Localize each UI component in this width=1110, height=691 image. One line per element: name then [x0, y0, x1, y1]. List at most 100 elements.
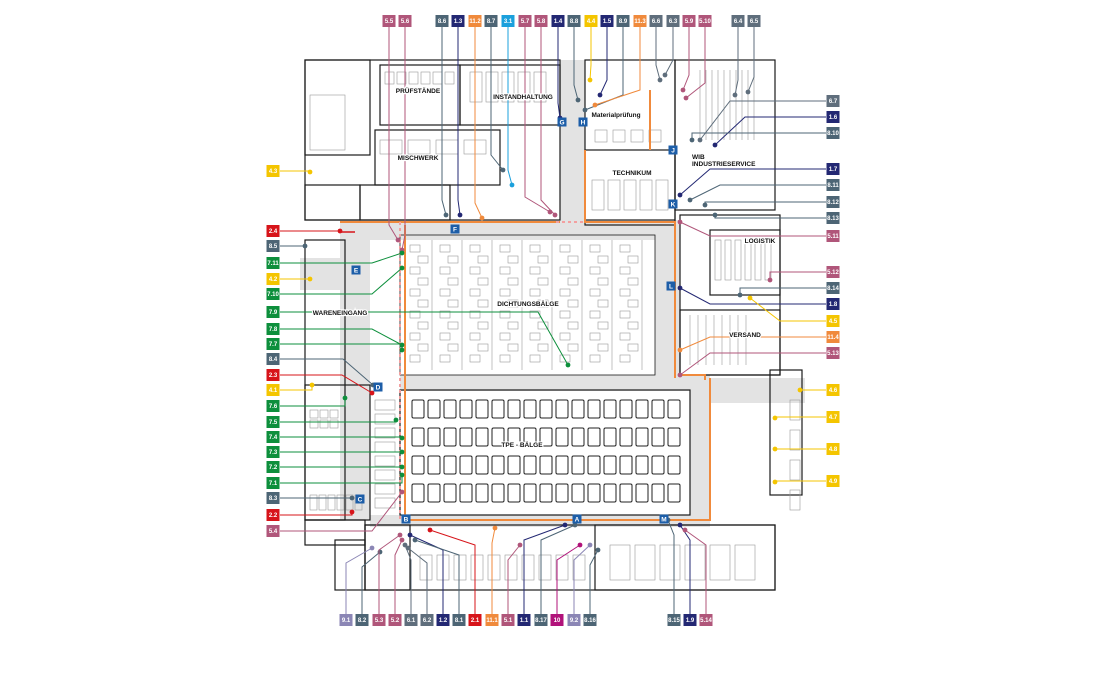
svg-text:8.9: 8.9 [619, 19, 628, 25]
entrance-a: A [572, 514, 582, 524]
tag-8-1[interactable]: 8.1 [452, 614, 466, 626]
tag-1-5[interactable]: 1.5 [600, 15, 614, 27]
tag-5-3[interactable]: 5.3 [372, 614, 386, 626]
tag-5-9[interactable]: 5.9 [682, 15, 696, 27]
tag-9-2[interactable]: 9.2 [567, 614, 581, 626]
tag-2-3[interactable]: 2.3 [266, 369, 280, 381]
tag-8-13[interactable]: 8.13 [826, 212, 840, 224]
tag-8-10[interactable]: 8.10 [826, 127, 840, 139]
tag-6-2[interactable]: 6.2 [420, 614, 434, 626]
tag-11-1[interactable]: 11.1 [485, 614, 499, 626]
tag-6-3[interactable]: 6.3 [666, 15, 680, 27]
tag-5-8[interactable]: 5.8 [534, 15, 548, 27]
tag-11-3[interactable]: 11.3 [633, 15, 647, 27]
tag-1-4[interactable]: 1.4 [551, 15, 565, 27]
tag-1-7[interactable]: 1.7 [826, 163, 840, 175]
tag-1-1[interactable]: 1.1 [517, 614, 531, 626]
tag-7-8[interactable]: 7.8 [266, 323, 280, 335]
tag-8-8[interactable]: 8.8 [567, 15, 581, 27]
tag-7-9[interactable]: 7.9 [266, 306, 280, 318]
tag-4-2[interactable]: 4.2 [266, 273, 280, 285]
tag-1-8[interactable]: 1.8 [826, 298, 840, 310]
tag-5-7[interactable]: 5.7 [518, 15, 532, 27]
tag-3-1[interactable]: 3.1 [501, 15, 515, 27]
tag-5-6[interactable]: 5.6 [398, 15, 412, 27]
tag-8-6[interactable]: 8.6 [435, 15, 449, 27]
tag-10[interactable]: 10 [550, 614, 564, 626]
tag-8-15[interactable]: 8.15 [667, 614, 681, 626]
svg-text:7.4: 7.4 [269, 435, 278, 441]
tag-4-4[interactable]: 4.4 [584, 15, 598, 27]
tag-4-1[interactable]: 4.1 [266, 384, 280, 396]
tag-9-1[interactable]: 9.1 [339, 614, 353, 626]
svg-text:5.11: 5.11 [827, 234, 839, 240]
tag-7-10[interactable]: 7.10 [266, 288, 280, 300]
tag-5-13[interactable]: 5.13 [826, 347, 840, 359]
svg-text:G: G [559, 119, 564, 126]
tag-5-4[interactable]: 5.4 [266, 525, 280, 537]
tag-1-6[interactable]: 1.6 [826, 111, 840, 123]
tag-8-4[interactable]: 8.4 [266, 353, 280, 365]
tag-11-4[interactable]: 11.4 [826, 331, 840, 343]
svg-text:7.9: 7.9 [269, 310, 278, 316]
tag-8-7[interactable]: 8.7 [484, 15, 498, 27]
tag-4-8[interactable]: 4.8 [826, 443, 840, 455]
tag-8-9[interactable]: 8.9 [616, 15, 630, 27]
svg-text:5.2: 5.2 [391, 618, 400, 624]
tag-7-7[interactable]: 7.7 [266, 338, 280, 350]
tag-8-16[interactable]: 8.16 [583, 614, 597, 626]
tag-8-2[interactable]: 8.2 [355, 614, 369, 626]
svg-text:4.5: 4.5 [829, 319, 838, 325]
svg-text:8.6: 8.6 [438, 19, 447, 25]
tag-6-4[interactable]: 6.4 [731, 15, 745, 27]
tag-5-12[interactable]: 5.12 [826, 266, 840, 278]
tag-7-11[interactable]: 7.11 [266, 257, 280, 269]
tag-5-10[interactable]: 5.10 [698, 15, 712, 27]
tag-5-2[interactable]: 5.2 [388, 614, 402, 626]
tag-8-12[interactable]: 8.12 [826, 196, 840, 208]
svg-text:K: K [671, 201, 676, 208]
svg-text:1.4: 1.4 [554, 19, 563, 25]
svg-text:8.16: 8.16 [584, 618, 596, 624]
tag-7-1[interactable]: 7.1 [266, 477, 280, 489]
tag-8-3[interactable]: 8.3 [266, 492, 280, 504]
entrance-c: C [355, 494, 365, 504]
tag-1-3[interactable]: 1.3 [451, 15, 465, 27]
tag-8-17[interactable]: 8.17 [534, 614, 548, 626]
tag-4-6[interactable]: 4.6 [826, 384, 840, 396]
tag-7-3[interactable]: 7.3 [266, 446, 280, 458]
tag-2-1[interactable]: 2.1 [468, 614, 482, 626]
tag-1-2[interactable]: 1.2 [436, 614, 450, 626]
tag-4-5[interactable]: 4.5 [826, 315, 840, 327]
tag-5-11[interactable]: 5.11 [826, 230, 840, 242]
svg-text:5.9: 5.9 [685, 19, 694, 25]
svg-text:5.3: 5.3 [375, 618, 384, 624]
svg-text:11.1: 11.1 [486, 618, 498, 624]
tag-5-14[interactable]: 5.14 [699, 614, 713, 626]
tag-1-9[interactable]: 1.9 [683, 614, 697, 626]
tag-6-1[interactable]: 6.1 [404, 614, 418, 626]
tag-8-14[interactable]: 8.14 [826, 282, 840, 294]
tag-4-7[interactable]: 4.7 [826, 411, 840, 423]
tag-4-9[interactable]: 4.9 [826, 475, 840, 487]
tag-7-5[interactable]: 7.5 [266, 416, 280, 428]
tag-7-2[interactable]: 7.2 [266, 461, 280, 473]
tag-7-6[interactable]: 7.6 [266, 400, 280, 412]
tag-2-2[interactable]: 2.2 [266, 509, 280, 521]
tag-6-6[interactable]: 6.6 [649, 15, 663, 27]
tag-6-7[interactable]: 6.7 [826, 95, 840, 107]
tag-5-1[interactable]: 5.1 [501, 614, 515, 626]
tag-8-11[interactable]: 8.11 [826, 179, 840, 191]
tag-6-5[interactable]: 6.5 [747, 15, 761, 27]
tag-11-2[interactable]: 11.2 [468, 15, 482, 27]
tag-4-3[interactable]: 4.3 [266, 165, 280, 177]
tag-8-5[interactable]: 8.5 [266, 240, 280, 252]
room-labels: PRÜFSTÄNDEINSTANDHALTUNGMaterialprüfungM… [312, 85, 777, 450]
tpe-hall-detail [411, 399, 681, 503]
svg-text:6.7: 6.7 [829, 99, 838, 105]
tag-7-4[interactable]: 7.4 [266, 431, 280, 443]
tag-5-5[interactable]: 5.5 [382, 15, 396, 27]
tag-2-4[interactable]: 2.4 [266, 225, 280, 237]
